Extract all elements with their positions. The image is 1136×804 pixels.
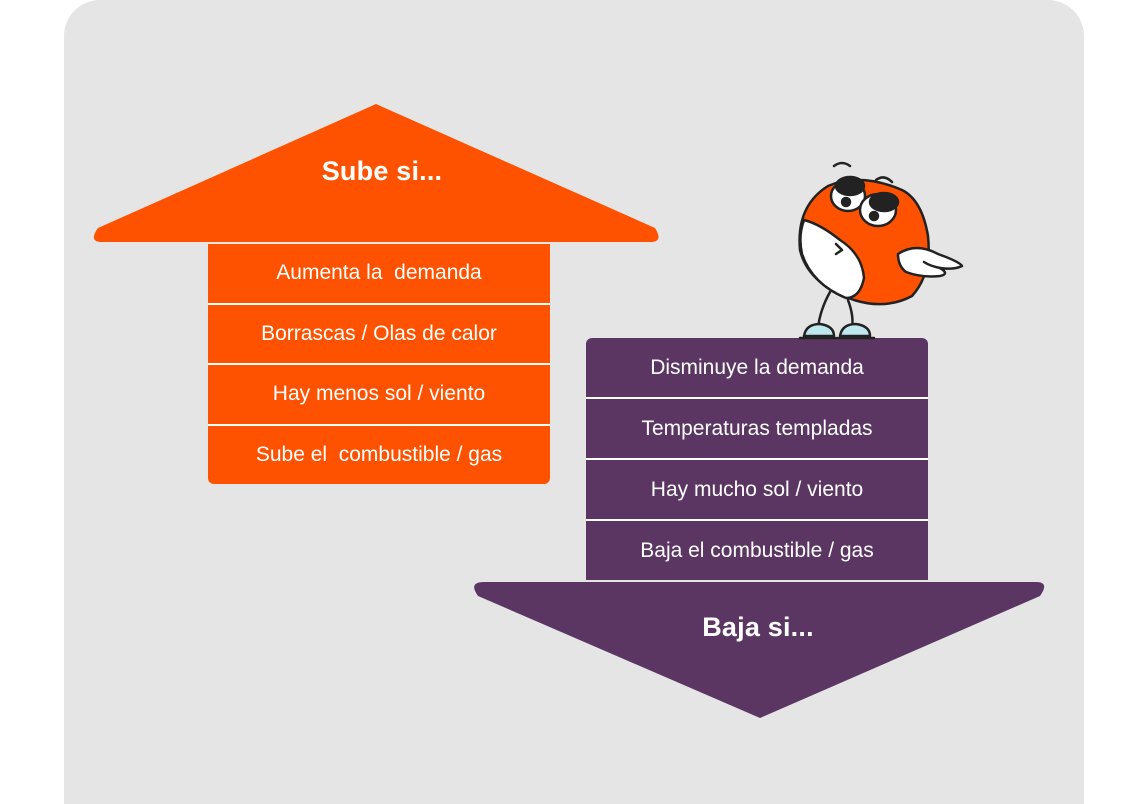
list-item: Borrascas / Olas de calor	[208, 305, 550, 365]
list-item: Hay mucho sol / viento	[586, 460, 928, 521]
down-arrow-head	[474, 582, 1045, 718]
down-conditions-list: Disminuye la demanda Temperaturas templa…	[586, 338, 928, 580]
list-item: Temperaturas templadas	[586, 399, 928, 460]
list-item: Aumenta la demanda	[208, 244, 550, 305]
up-conditions-list: Aumenta la demanda Borrascas / Olas de c…	[208, 244, 550, 484]
pointing-mascot-icon	[798, 161, 964, 340]
list-item: Hay menos sol / viento	[208, 365, 550, 426]
down-arrow-title: Baja si...	[702, 612, 814, 642]
list-item: Disminuye la demanda	[586, 338, 928, 399]
list-item: Sube el combustible / gas	[255, 442, 503, 466]
list-item: Baja el combustible / gas	[640, 538, 874, 562]
up-arrow-title: Sube si...	[321, 156, 443, 186]
up-arrow-head	[93, 104, 659, 242]
